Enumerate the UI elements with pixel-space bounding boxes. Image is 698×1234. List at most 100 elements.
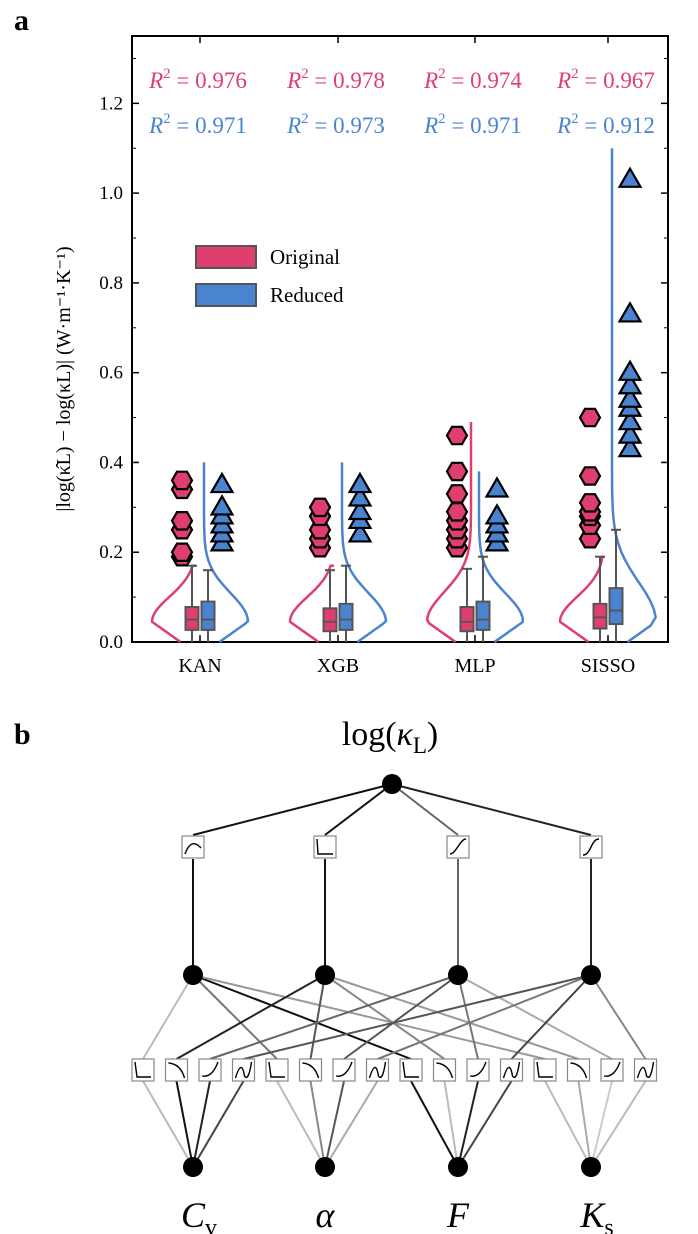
box-original-xgb bbox=[322, 607, 338, 633]
edge-hidden bbox=[457, 974, 613, 1060]
edge-hidden bbox=[457, 974, 479, 1060]
output-node bbox=[382, 774, 402, 794]
activation-curve bbox=[316, 838, 333, 855]
legend-label-original: Original bbox=[270, 245, 340, 269]
activation-curve bbox=[234, 1061, 253, 1079]
activation-curve bbox=[201, 1061, 219, 1077]
outlier-reduced-mlp bbox=[484, 503, 510, 525]
activation-box-input bbox=[298, 1058, 323, 1082]
legend-swatch-reduced bbox=[195, 283, 257, 307]
edge-hidden bbox=[192, 974, 412, 1060]
violin-reduced-kan bbox=[202, 462, 250, 644]
legend-label-reduced: Reduced bbox=[270, 283, 344, 307]
activation-curve bbox=[469, 1061, 487, 1077]
activation-box-input bbox=[164, 1058, 189, 1082]
activation-curve bbox=[302, 1062, 320, 1079]
outlier-reduced-xgb bbox=[347, 471, 373, 494]
plot-frame bbox=[131, 35, 669, 643]
activation-curve bbox=[636, 1061, 655, 1079]
edge-input bbox=[324, 1080, 345, 1168]
input-node bbox=[448, 1157, 468, 1177]
outlier-original-sisso bbox=[578, 466, 602, 486]
violin-reduced-mlp bbox=[477, 471, 525, 644]
title-close: ) bbox=[427, 716, 438, 753]
r2-annotation-reduced-kan: R2 = 0.971 bbox=[148, 111, 247, 138]
outlier-original-mlp bbox=[445, 484, 469, 504]
r2-annotation-reduced-xgb: R2 = 0.973 bbox=[286, 111, 385, 138]
edge-input bbox=[410, 1080, 459, 1168]
hidden-node bbox=[183, 965, 203, 985]
activation-curve bbox=[268, 1061, 285, 1078]
edge-hidden bbox=[243, 974, 592, 1060]
activation-curve bbox=[502, 1061, 521, 1079]
panel-b-label: b bbox=[14, 718, 31, 751]
outlier-original-mlp bbox=[445, 502, 469, 522]
outlier-reduced-sisso bbox=[617, 408, 643, 431]
edge-output bbox=[391, 783, 459, 836]
edge-output bbox=[192, 783, 393, 836]
edge-input bbox=[324, 1080, 379, 1168]
violin-original-sisso bbox=[558, 555, 605, 644]
box-reduced-sisso bbox=[608, 587, 624, 626]
outlier-original-sisso bbox=[578, 493, 602, 513]
activation-curve bbox=[335, 1061, 353, 1077]
outlier-reduced-xgb bbox=[347, 498, 373, 521]
violin-reduced-xgb bbox=[340, 462, 388, 644]
r2-annotation-original-mlp: R2 = 0.974 bbox=[423, 66, 522, 93]
network-output-title: log(κL) bbox=[342, 716, 439, 758]
y-axis-label: |log(κ̂L) − log(κL)| (W·m⁻¹·K⁻¹) bbox=[53, 246, 75, 511]
activation-curve bbox=[402, 1061, 419, 1078]
title-kappa: κ bbox=[397, 716, 414, 753]
hidden-node bbox=[315, 965, 335, 985]
edge-hidden bbox=[324, 974, 446, 1060]
input-node bbox=[183, 1157, 203, 1177]
box-reduced-xgb bbox=[338, 602, 354, 631]
activation-curve bbox=[368, 1061, 387, 1079]
edge-hidden bbox=[209, 974, 459, 1060]
edge-hidden bbox=[343, 974, 459, 1060]
category-label-mlp: MLP bbox=[454, 655, 495, 677]
y-tick-label: 0.4 bbox=[99, 452, 123, 473]
outlier-reduced-mlp bbox=[484, 476, 510, 498]
edge-input bbox=[590, 1080, 647, 1168]
input-node bbox=[581, 1157, 601, 1177]
outlier-original-xgb bbox=[308, 497, 332, 518]
outlier-reduced-xgb bbox=[347, 521, 373, 543]
edge-hidden bbox=[309, 974, 326, 1060]
violin-original-kan bbox=[150, 564, 197, 644]
activation-box-output bbox=[313, 835, 337, 859]
r2-annotation-original-sisso: R2 = 0.967 bbox=[556, 66, 655, 93]
activation-curve bbox=[134, 1061, 151, 1078]
edge-output bbox=[324, 783, 393, 836]
activation-curve bbox=[436, 1062, 454, 1079]
box-reduced-mlp bbox=[475, 600, 491, 631]
activation-curve bbox=[536, 1061, 553, 1078]
outlier-reduced-sisso bbox=[617, 301, 643, 323]
edge-input bbox=[457, 1080, 513, 1168]
y-tick-label: 0.8 bbox=[99, 273, 123, 294]
activation-curve bbox=[603, 1061, 621, 1077]
outlier-reduced-sisso bbox=[617, 435, 643, 458]
edge-input bbox=[192, 1080, 211, 1168]
title-log: log( bbox=[342, 716, 397, 753]
outlier-reduced-kan bbox=[209, 471, 235, 494]
violin-original-xgb bbox=[288, 564, 335, 644]
r2-annotation-original-xgb: R2 = 0.978 bbox=[286, 66, 385, 93]
edge-hidden bbox=[176, 974, 326, 1060]
edge-input bbox=[309, 1080, 326, 1168]
activation-curve bbox=[168, 1062, 186, 1079]
box-original-kan bbox=[184, 605, 200, 631]
input-label-2: F bbox=[446, 1195, 470, 1234]
panel-a-label: a bbox=[14, 4, 29, 37]
violin-original-mlp bbox=[425, 422, 473, 644]
outlier-original-kan bbox=[170, 511, 194, 531]
activation-curve bbox=[184, 842, 202, 855]
input-label-3: Ks bbox=[579, 1195, 613, 1234]
hidden-node bbox=[448, 965, 468, 985]
activation-box-input bbox=[466, 1058, 490, 1082]
outlier-original-sisso bbox=[578, 407, 602, 428]
hidden-node bbox=[581, 965, 601, 985]
y-tick-label: 0.0 bbox=[99, 632, 123, 653]
